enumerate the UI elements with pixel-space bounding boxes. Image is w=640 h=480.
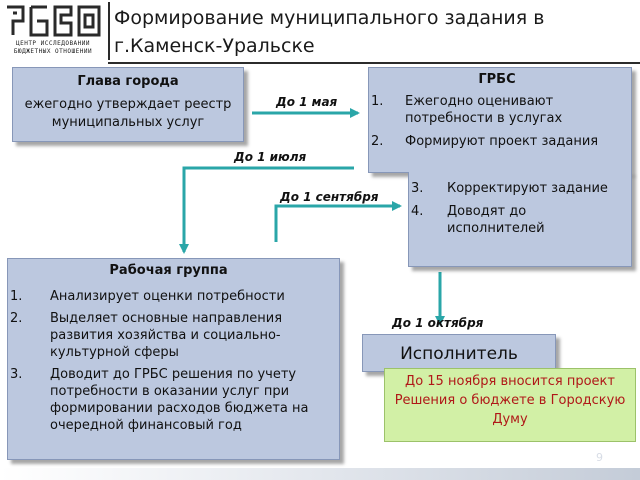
list-item-number: 3.: [10, 367, 23, 382]
list-item-number: 4.: [411, 204, 424, 219]
list-item-number: 3.: [411, 181, 424, 196]
working-group-title: Рабочая группа: [109, 263, 228, 278]
page-number: 9: [596, 451, 603, 464]
mayor-box: Глава города ежегодно утверждает реестр …: [12, 67, 244, 142]
grbs-continued-list: 3. Корректируют задание 4. Доводят до ис…: [409, 180, 625, 237]
cibo-logo-mark: [7, 5, 101, 37]
list-item-number: 2.: [371, 134, 384, 149]
deadline-september-label: До 1 сентября: [280, 190, 379, 204]
header-divider: [108, 2, 110, 60]
arrow-july: [179, 166, 354, 254]
list-item-text: Формируют проект задания: [405, 134, 599, 149]
deadline-may-label: До 1 мая: [276, 95, 338, 109]
list-item-text: Доводят до исполнителей: [447, 204, 545, 236]
list-item-number: 2.: [10, 311, 23, 326]
list-item: 2. Выделяет основные направления развити…: [8, 310, 329, 361]
header-underline: [108, 62, 640, 64]
list-item: 1. Ежегодно оценивают потребности в услу…: [369, 93, 625, 127]
list-item: 2. Формируют проект задания: [369, 133, 625, 150]
working-group-list: 1. Анализирует оценки потребности 2. Выд…: [8, 288, 329, 434]
list-item-text: Выделяет основные направления развития х…: [50, 311, 283, 360]
grbs-box: ГРБС 1. Ежегодно оценивают потребности в…: [368, 67, 632, 173]
list-item-number: 1.: [10, 289, 23, 304]
list-item-text: Корректируют задание: [447, 181, 608, 196]
cibo-logo: ЦЕНТР ИССЛЕДОВАНИЙ БЮДЖЕТНЫХ ОТНОШЕНИЙ: [3, 3, 103, 57]
list-item-text: Анализирует оценки потребности: [50, 289, 285, 304]
budget-note: До 15 ноября вносится проект Решения о б…: [384, 368, 636, 442]
logo-line-2: БЮДЖЕТНЫХ ОТНОШЕНИЙ: [13, 48, 93, 55]
arrow-september: [274, 201, 402, 242]
list-item-text: Ежегодно оценивают потребности в услугах: [405, 94, 563, 126]
deadline-july-label: До 1 июля: [234, 150, 307, 164]
working-group-box: Рабочая группа 1. Анализирует оценки пот…: [7, 258, 340, 460]
page-title: Формирование муниципального задания в г.…: [114, 7, 545, 57]
grbs-continued-box: 3. Корректируют задание 4. Доводят до ис…: [408, 172, 632, 267]
deadline-october-label: До 1 октября: [392, 316, 484, 330]
list-item-number: 1.: [371, 94, 384, 109]
executor-text: Исполнитель: [400, 344, 518, 364]
footer-bar: [0, 468, 640, 480]
grbs-title: ГРБС: [478, 72, 516, 87]
list-item-text: Доводит до ГРБС решения по учету потребн…: [50, 367, 309, 433]
mayor-text: ежегодно утверждает реестр муниципальных…: [24, 97, 232, 130]
executor-box: Исполнитель: [362, 334, 556, 372]
list-item: 3. Доводит до ГРБС решения по учету потр…: [8, 366, 329, 434]
list-item: 3. Корректируют задание: [409, 180, 625, 197]
list-item: 4. Доводят до исполнителей: [409, 203, 625, 237]
mayor-title: Глава города: [77, 74, 179, 89]
list-item: 1. Анализирует оценки потребности: [8, 288, 329, 305]
logo-line-1: ЦЕНТР ИССЛЕДОВАНИЙ: [15, 40, 91, 47]
grbs-list: 1. Ежегодно оценивают потребности в услу…: [369, 93, 625, 150]
